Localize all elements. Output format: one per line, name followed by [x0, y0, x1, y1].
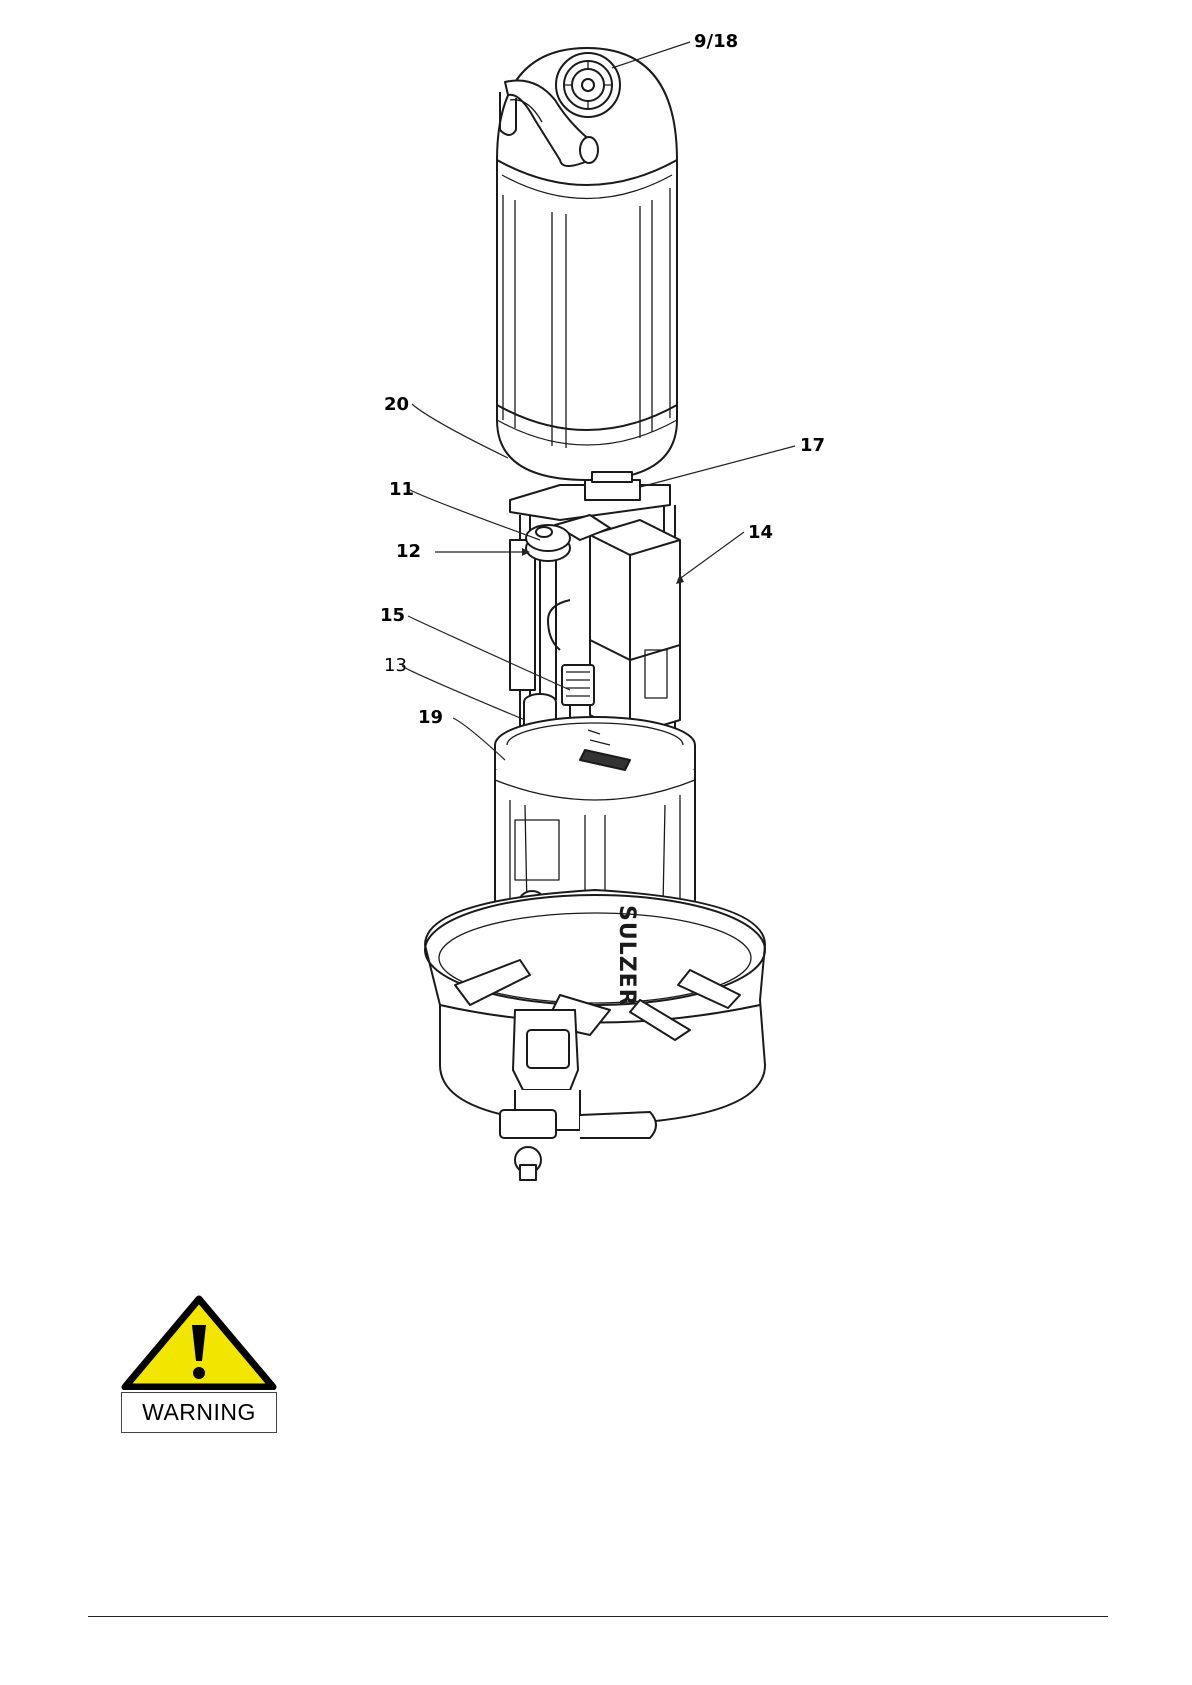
warning-label: WARNING [121, 1392, 277, 1433]
callout-11: 11 [389, 479, 414, 500]
brand-text: SULZER [614, 905, 639, 1007]
callout-14: 14 [748, 522, 773, 543]
upper-housing [497, 48, 677, 480]
callout-20: 20 [384, 394, 409, 415]
footer-rule [88, 1616, 1108, 1617]
callout-15: 15 [380, 605, 405, 626]
callout-9-18: 9/18 [694, 31, 738, 52]
callout-17: 17 [800, 435, 825, 456]
top-valve-cap [556, 53, 620, 117]
callout-13: 13 [384, 655, 407, 676]
warning-triangle-icon [121, 1295, 277, 1390]
warning-symbol: WARNING [121, 1295, 277, 1394]
propeller-ring [425, 890, 765, 1125]
callout-19: 19 [418, 707, 443, 728]
callout-12: 12 [396, 541, 421, 562]
